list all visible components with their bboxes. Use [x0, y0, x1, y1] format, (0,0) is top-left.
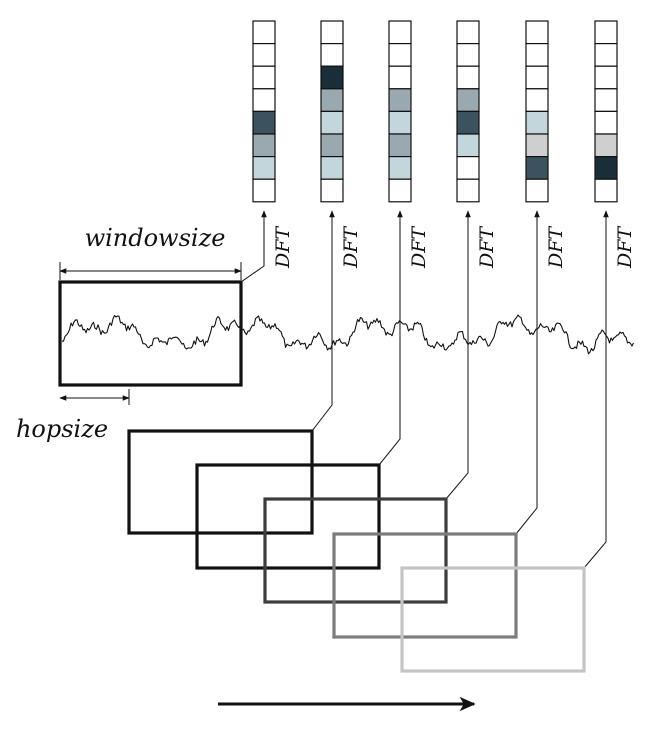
spectrum-bin	[252, 156, 276, 180]
dft-connector	[583, 210, 609, 569]
window-size-dimension	[59, 262, 242, 280]
spectrum-bin	[525, 156, 549, 180]
spectrum-bin	[252, 178, 276, 203]
spectrum-bin	[388, 65, 412, 90]
spectrum-bin	[525, 65, 549, 90]
analysis-window-frame	[58, 280, 243, 387]
spectrum-bin	[456, 65, 480, 90]
spectrum-bin	[594, 42, 618, 67]
dft-label: DFT	[476, 226, 498, 269]
spectrum-bin	[252, 42, 276, 67]
dft-connector	[311, 210, 335, 432]
dft-label: DFT	[614, 226, 636, 269]
spectrum-bin	[456, 20, 480, 45]
spectrum-bin	[456, 110, 480, 135]
spectrum-bin	[252, 110, 276, 135]
dft-connectors	[240, 210, 609, 569]
spectrum-bin	[594, 133, 618, 158]
spectrum-bin	[456, 42, 480, 67]
hop-size-dimension	[59, 389, 130, 405]
dft-connector	[515, 210, 540, 535]
spectrum-column	[388, 20, 412, 203]
signal-waveform	[62, 314, 634, 355]
spectrum-bin	[456, 178, 480, 203]
dft-connector	[378, 210, 403, 466]
spectrum-bin	[320, 65, 344, 90]
window-size-label: windowsize	[85, 224, 226, 252]
spectrum-bin	[456, 88, 480, 113]
dft-connector	[445, 210, 471, 500]
spectrum-bin	[388, 42, 412, 67]
spectrum-bin	[525, 133, 549, 158]
spectrum-bin	[525, 178, 549, 203]
analysis-window-frame	[400, 566, 586, 673]
spectrum-bin	[252, 133, 276, 158]
analysis-window-frame	[263, 497, 448, 604]
dft-label: DFT	[272, 226, 294, 269]
spectrum-column	[594, 20, 618, 203]
analysis-window-frame	[195, 463, 381, 570]
spectrum-columns	[252, 20, 618, 203]
analysis-window-frame	[332, 532, 518, 639]
spectrum-bin	[320, 88, 344, 113]
spectrum-bin	[525, 110, 549, 135]
spectrum-bin	[594, 110, 618, 135]
spectrum-bin	[456, 133, 480, 158]
spectrum-column	[252, 20, 276, 203]
spectrum-bin	[320, 20, 344, 45]
spectrum-bin	[525, 20, 549, 45]
spectrum-column	[456, 20, 480, 203]
spectrum-bin	[320, 156, 344, 180]
spectrum-bin	[456, 156, 480, 180]
spectrum-bin	[594, 156, 618, 180]
spectrum-bin	[252, 88, 276, 113]
spectrum-bin	[252, 65, 276, 90]
spectrum-bin	[388, 20, 412, 45]
hop-size-label: hopsize	[16, 415, 108, 443]
dft-label: DFT	[340, 226, 362, 269]
spectrum-column	[525, 20, 549, 203]
dft-connector	[240, 210, 267, 283]
spectrum-bin	[525, 42, 549, 67]
spectrum-bin	[388, 110, 412, 135]
spectrum-bin	[594, 178, 618, 203]
dft-label: DFT	[408, 226, 430, 269]
window-frames	[58, 280, 586, 673]
dft-labels: DFT DFT DFT DFT DFT DFT	[272, 226, 636, 269]
spectrum-bin	[594, 65, 618, 90]
dft-label: DFT	[545, 226, 567, 269]
spectrum-bin	[594, 20, 618, 45]
spectrum-bin	[525, 88, 549, 113]
spectrum-bin	[320, 110, 344, 135]
spectrum-column	[320, 20, 344, 203]
spectrum-bin	[388, 178, 412, 203]
spectrum-bin	[320, 178, 344, 203]
spectrum-bin	[320, 133, 344, 158]
spectrum-bin	[388, 88, 412, 113]
spectrum-bin	[388, 133, 412, 158]
spectrum-bin	[594, 88, 618, 113]
spectrum-bin	[388, 156, 412, 180]
spectrum-bin	[252, 20, 276, 45]
analysis-window-frame	[127, 429, 314, 535]
spectrum-bin	[320, 42, 344, 67]
